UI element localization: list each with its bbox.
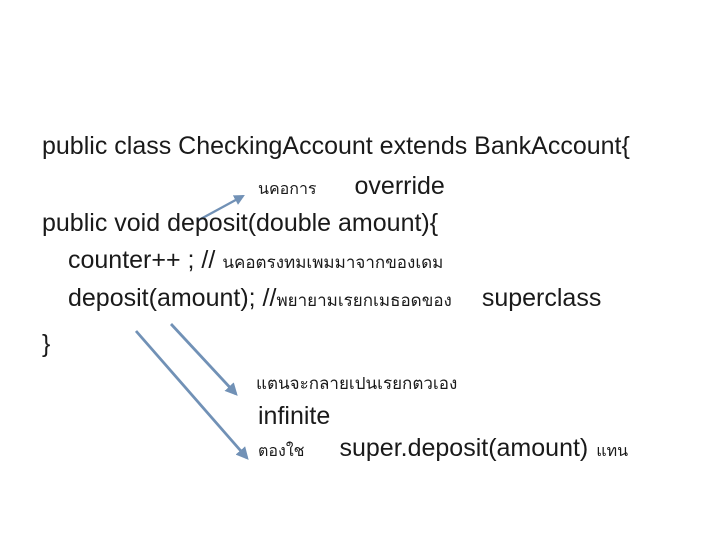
override-annotation-row: นคอการ override [258, 172, 445, 202]
super-call-label: super.deposit(amount) [339, 434, 589, 462]
override-label: override [354, 172, 445, 200]
self-call-note-label: แตนจะกลายเปนเรยกตวเอง [256, 374, 458, 393]
arrow-to-must-use-note-icon [134, 330, 249, 460]
must-use-label: ตองใช [258, 443, 305, 460]
method-declaration-line: public void deposit(double amount){ [42, 209, 439, 237]
counter-statement-row: counter++ ; // นคอตรงทมเพมมาจากของเดม [68, 246, 443, 276]
deposit-statement: deposit(amount); // [68, 284, 277, 312]
counter-comment-label: นคอตรงทมเพมมาจากของเดม [222, 253, 444, 272]
class-declaration-line: public class CheckingAccount extends Ban… [42, 132, 630, 160]
this-is-annotation-label: นคอการ [258, 181, 317, 198]
deposit-statement-row: deposit(amount); // พยายามเรยกเมธอดของ s… [68, 284, 601, 314]
superclass-label: superclass [481, 284, 602, 312]
counter-statement: counter++ ; // [68, 246, 216, 274]
instead-label: แทน [596, 443, 629, 460]
infinite-label: infinite [258, 402, 331, 430]
arrow-to-self-call-note-icon [169, 323, 238, 396]
must-use-super-row: ตองใช super.deposit(amount) แทน [258, 434, 628, 464]
deposit-comment-label: พยายามเรยกเมธอดของ [276, 291, 452, 310]
closing-brace: } [42, 330, 51, 358]
